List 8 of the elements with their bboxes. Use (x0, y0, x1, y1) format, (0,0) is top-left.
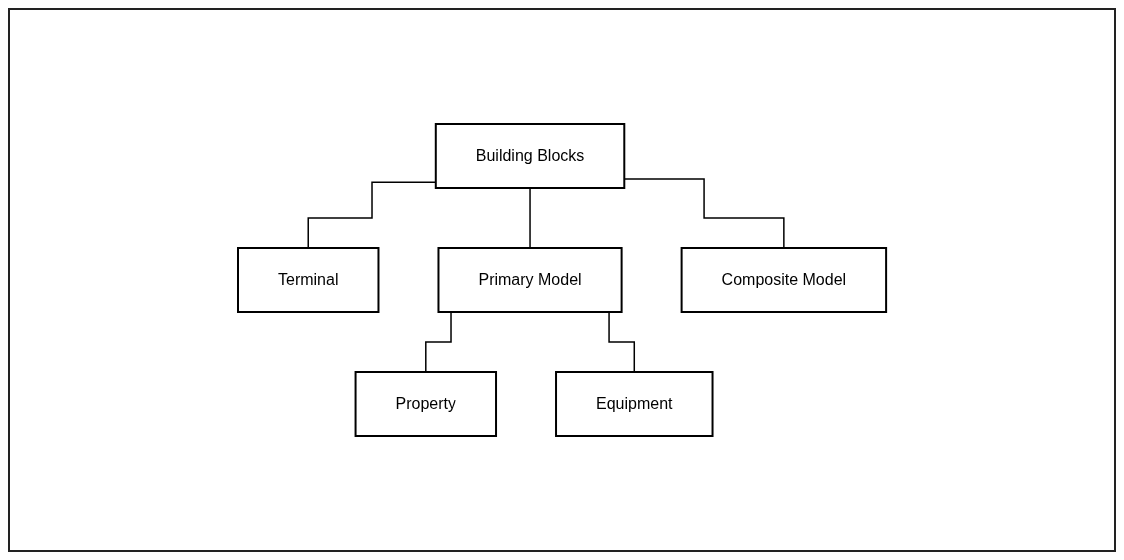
node-box (236, 247, 380, 313)
connector (529, 187, 531, 249)
node-box (354, 371, 497, 437)
diagram-frame: Building Blocks Terminal Primary Model Composite Model Property Equipment (8, 8, 1116, 552)
node-box (680, 247, 888, 313)
node-box (434, 123, 626, 189)
node-box (437, 247, 623, 313)
node-box (554, 371, 714, 437)
